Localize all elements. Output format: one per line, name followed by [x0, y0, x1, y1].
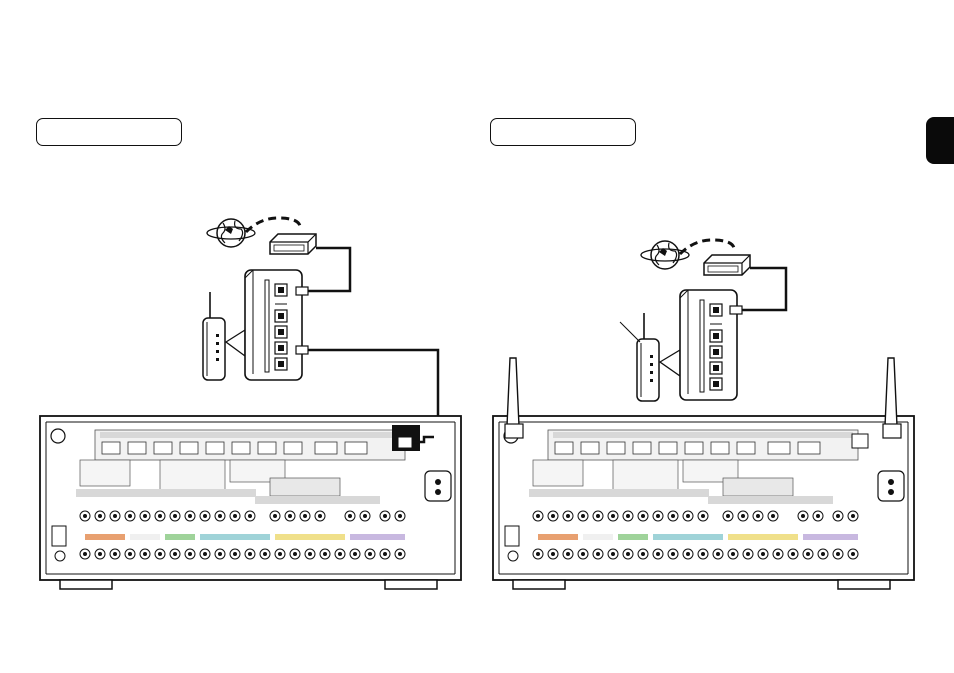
wireless-access-point-icon — [202, 291, 226, 381]
internet-link-line — [678, 238, 736, 256]
modem-router-cable — [740, 266, 788, 312]
left-caption-box — [36, 118, 182, 146]
right-setup — [493, 238, 914, 589]
antenna-icon — [504, 357, 524, 439]
internet-globe-icon — [640, 240, 690, 270]
right-caption-box — [490, 118, 636, 146]
internet-globe-icon — [206, 218, 256, 248]
antenna-icon — [882, 357, 902, 439]
internet-link-line — [244, 216, 302, 234]
modem-router-cable — [305, 246, 352, 293]
av-receiver-icon — [493, 416, 914, 589]
wireless-access-point-icon — [636, 312, 660, 402]
left-setup — [40, 216, 461, 589]
router-icon — [679, 289, 738, 401]
chapter-tab — [926, 117, 954, 164]
modem-icon — [269, 233, 317, 255]
router-icon — [244, 269, 303, 381]
modem-icon — [703, 254, 751, 276]
